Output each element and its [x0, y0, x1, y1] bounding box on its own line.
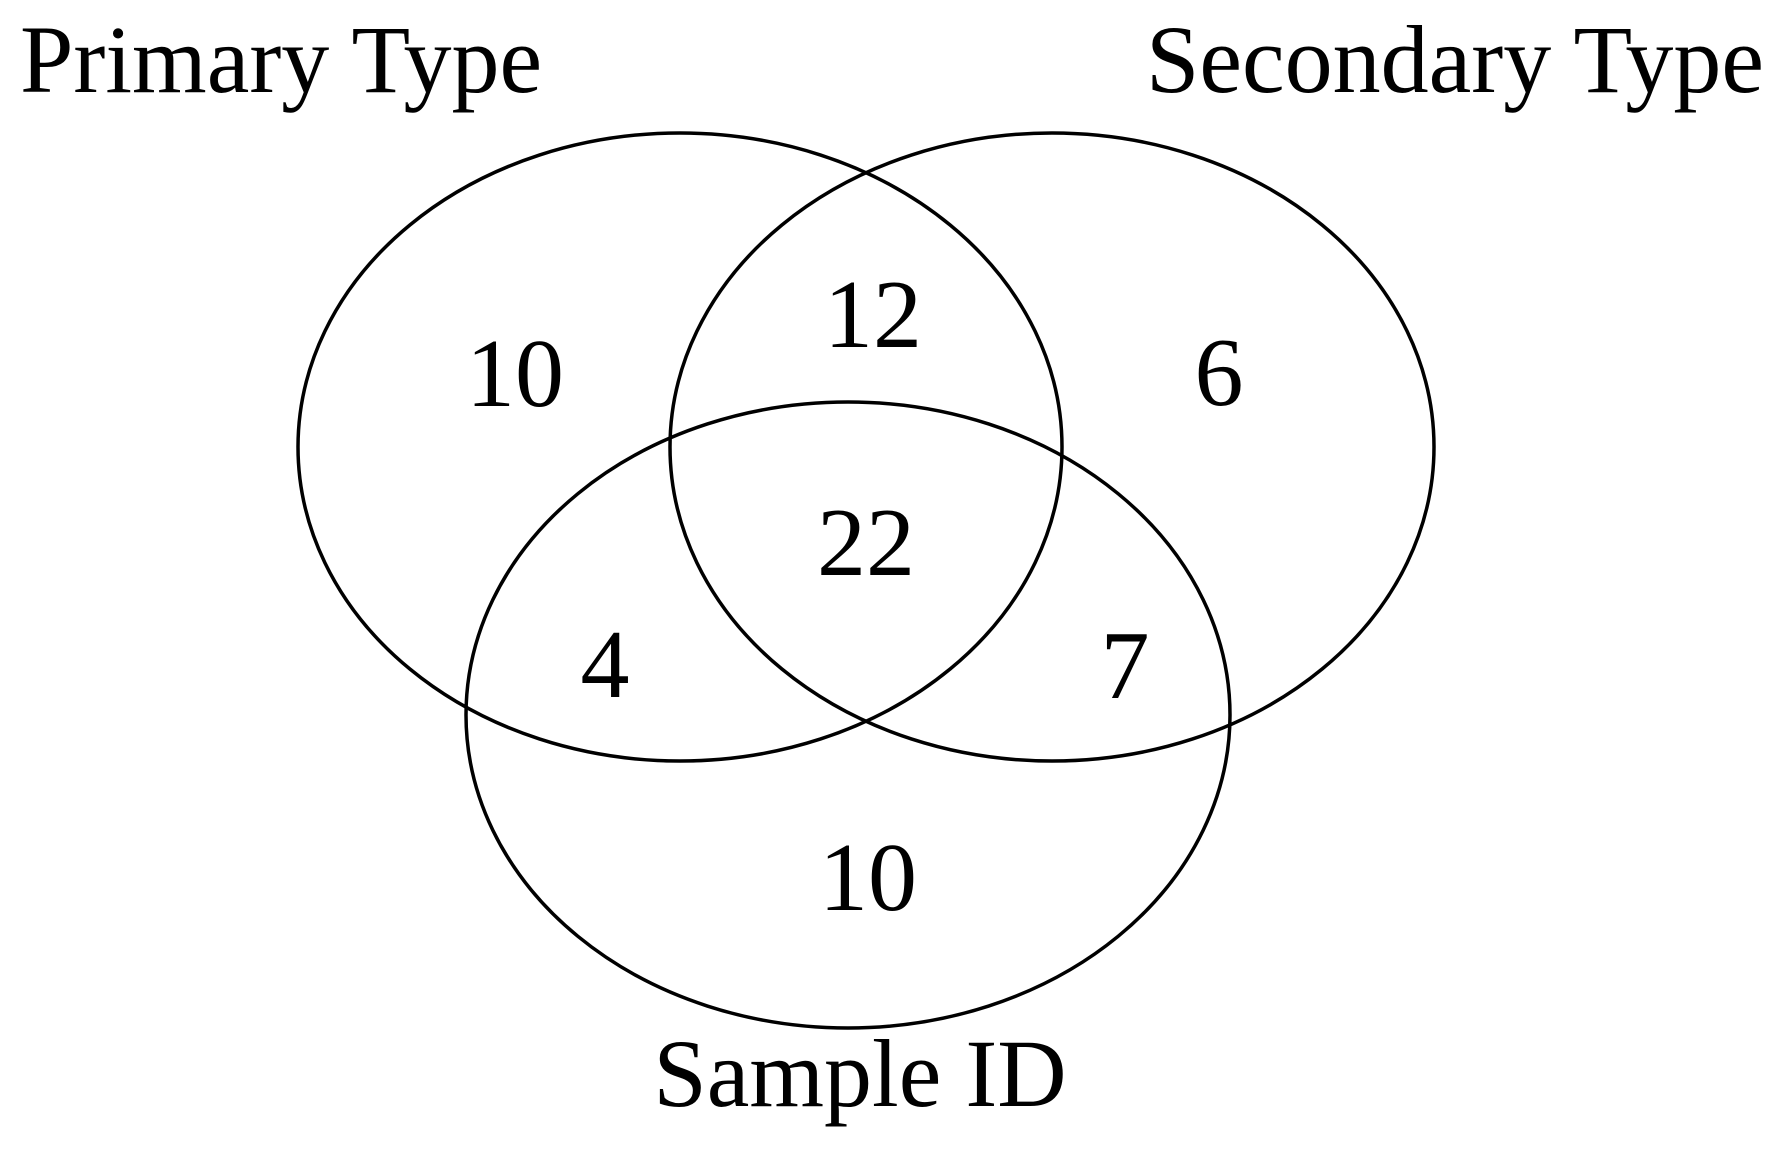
count-primary-only: 10: [466, 320, 564, 428]
count-primary-and-sample: 4: [580, 611, 630, 719]
count-primary-and-secondary: 12: [824, 261, 922, 369]
sample-id-circle: [464, 400, 1232, 1030]
primary-type-label: Primary Type: [20, 6, 543, 113]
count-all-three: 22: [817, 489, 915, 597]
secondary-type-circle: [668, 131, 1436, 763]
sample-id-label: Sample ID: [653, 1020, 1067, 1127]
count-sample-only: 10: [819, 824, 917, 932]
count-secondary-only: 6: [1194, 319, 1244, 427]
secondary-type-label: Secondary Type: [1146, 6, 1764, 113]
count-secondary-and-sample: 7: [1100, 612, 1150, 720]
primary-type-circle: [296, 131, 1064, 763]
